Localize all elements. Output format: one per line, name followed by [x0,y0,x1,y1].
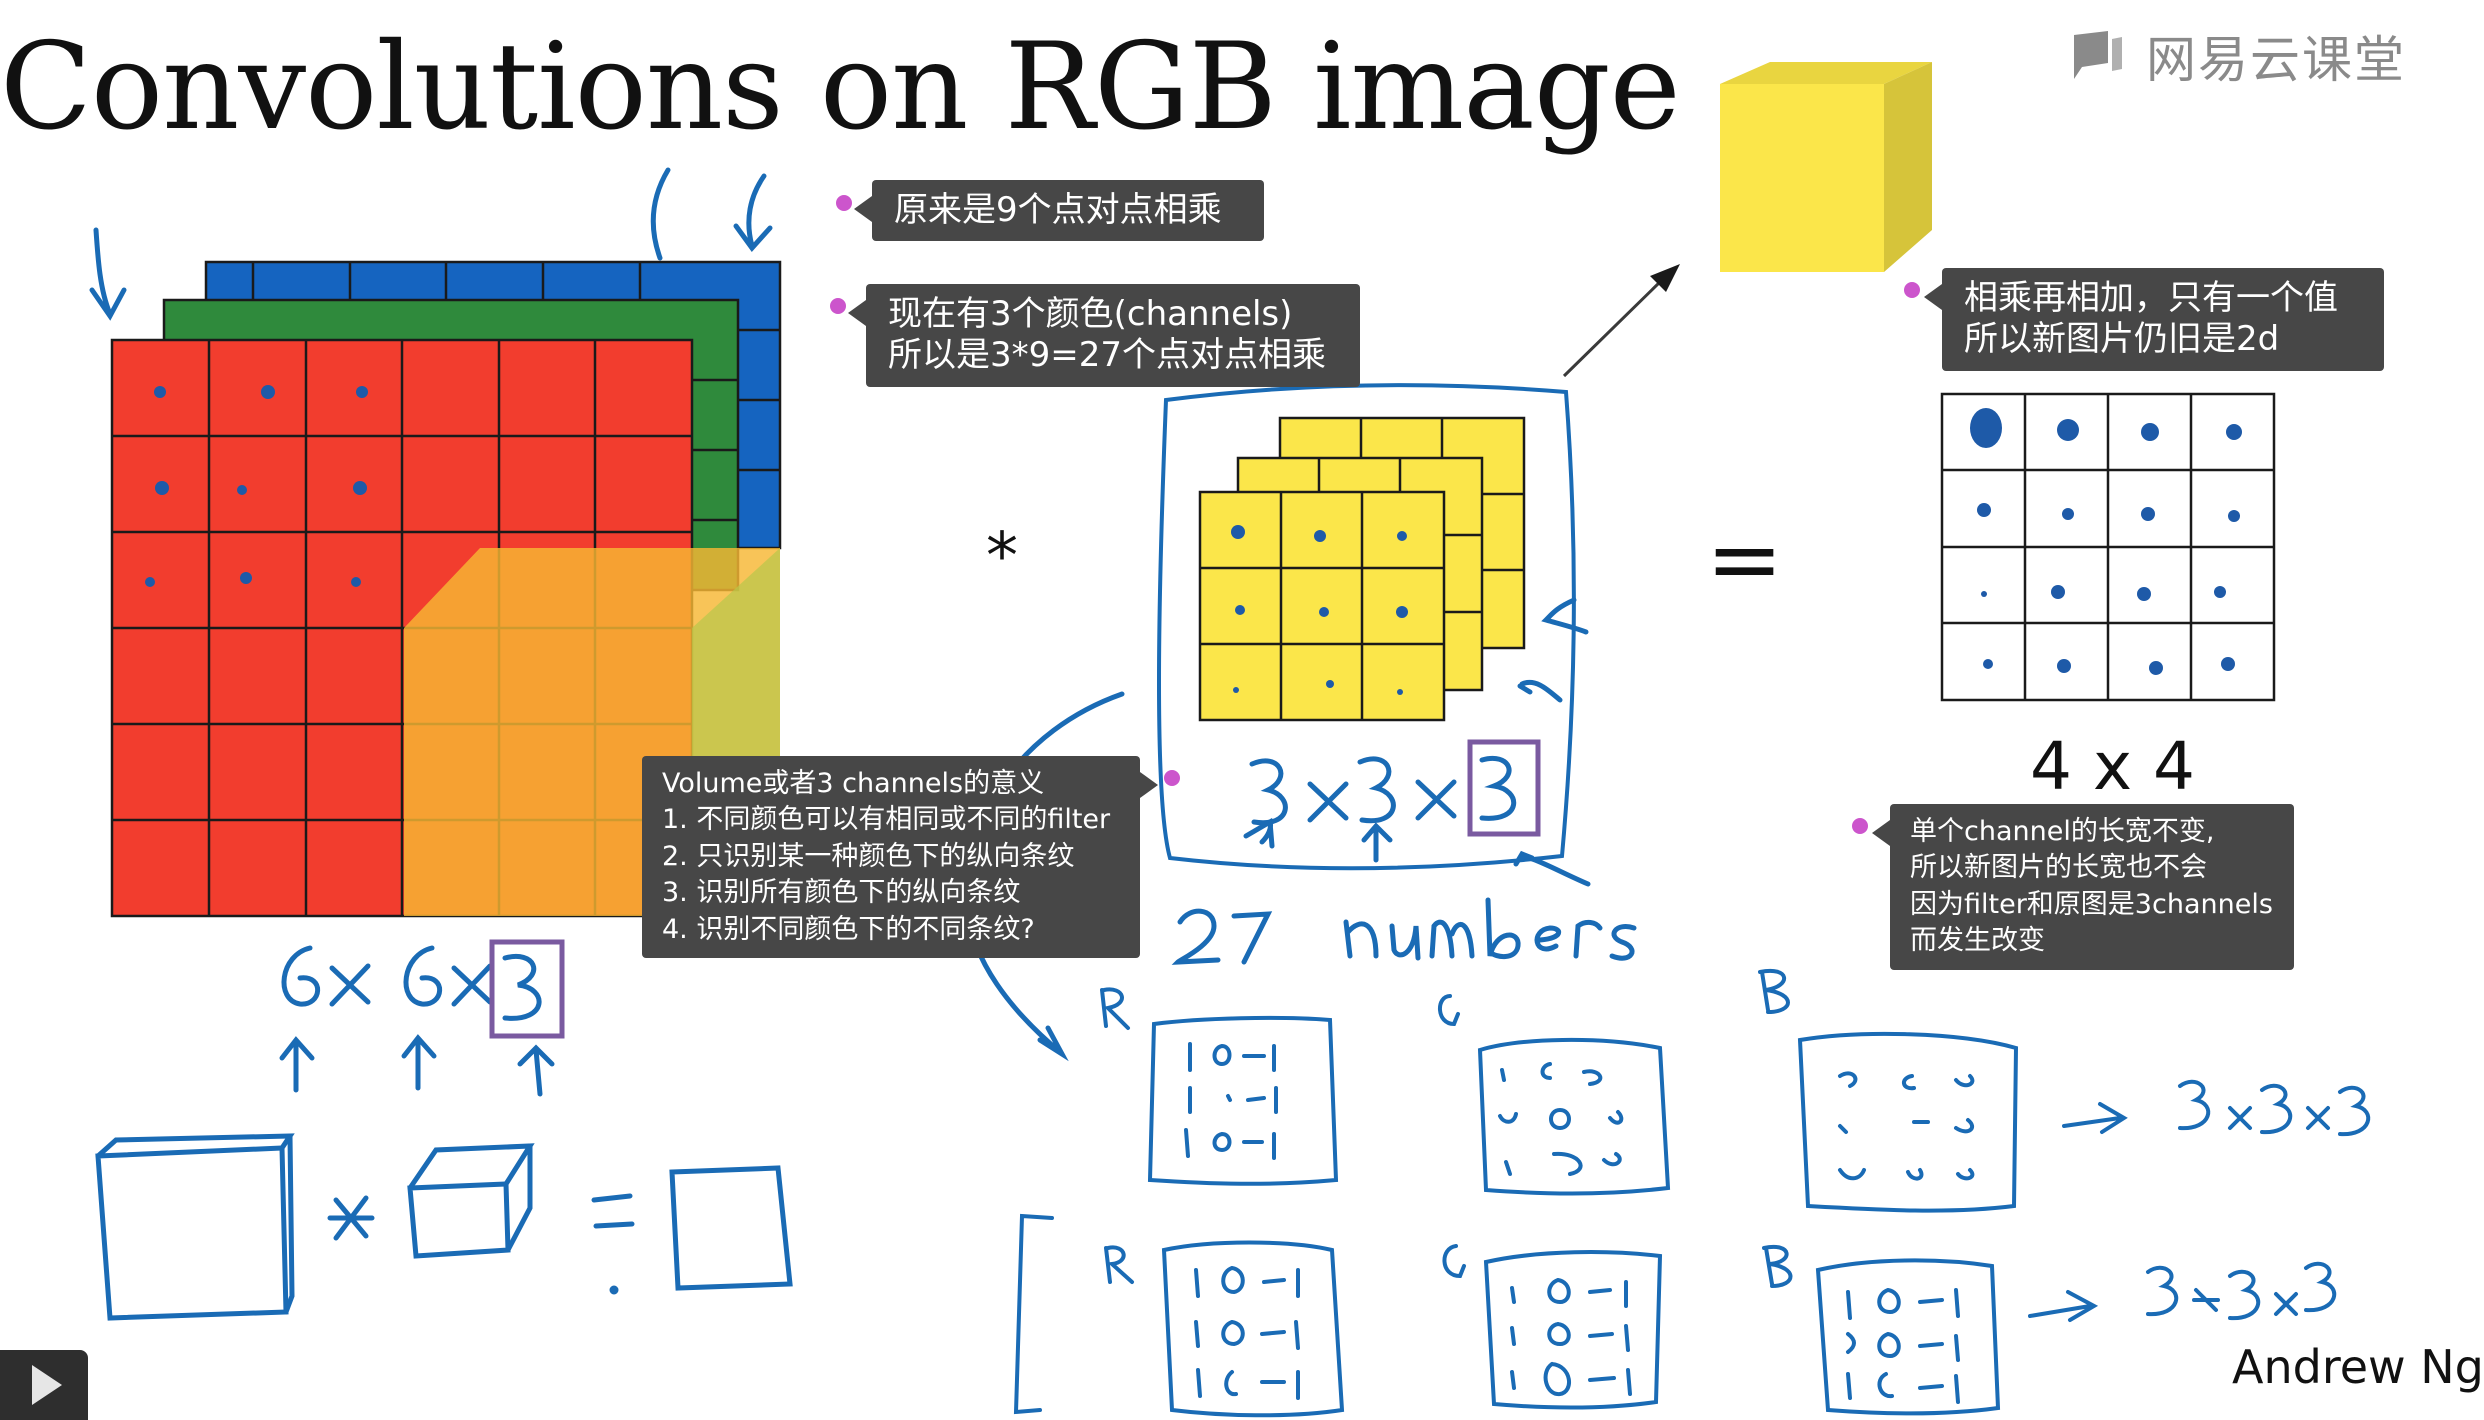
input-dims-handwriting [89,167,773,1097]
note-line: 而发生改变 [1910,925,2045,957]
filter-volume [1157,383,1576,871]
play-icon[interactable] [0,1350,88,1420]
brand-logo-icon [2074,31,2122,79]
note-line: 2. 只识别某一种颜色下的纵向条纹 [662,840,1075,872]
note-line: 现在有3个颜色(channels) [888,294,1293,334]
slide-title: Convolutions on RGB image [0,18,1681,157]
input-volume [110,260,782,918]
brand-logo: 网易云课堂 [2068,16,2406,96]
convolution-operator: * [986,520,1018,594]
note-line: 所以是3*9=27个点对点相乘 [888,335,1327,376]
note-marker [1164,770,1180,786]
note-line: 因为filter和原图是3channels [1910,888,2273,920]
scalar-output-cube [1562,62,1932,378]
note-line: 所以新图片的长宽也不会 [1910,852,2207,884]
brand-name: 网易云课堂 [2146,31,2406,89]
output-dimension-label: 4 x 4 [2030,728,2195,805]
equals-operator: = [1706,506,1784,613]
note-nine-points: 原来是9个点对点相乘 [854,180,1264,242]
note-marker [1852,818,1868,834]
note-marker [830,298,846,314]
note-line: 所以新图片仍旧是2d [1964,319,2280,360]
note-marker [836,195,852,211]
note-line: 1. 不同颜色可以有相同或不同的filter [662,804,1111,836]
note-line: 相乘再相加，只有一个值 [1964,278,2338,318]
note-line: Volume或者3 channels的意义 [662,768,1045,799]
note-three-channels: 现在有3个颜色(channels) 所以是3*9=27个点对点相乘 [848,284,1360,387]
note-size-unchanged: 单个channel的长宽不变, 所以新图片的长宽也不会 因为filter和原图是… [1872,804,2294,970]
author-name: Andrew Ng [2232,1340,2484,1394]
filter-matrices-handwriting [1013,968,2371,1418]
note-line: 原来是9个点对点相乘 [894,190,1222,230]
bottom-left-sketch [95,1133,793,1321]
filter-dims-handwriting [964,597,1637,1062]
note-sum-single-value: 相乘再相加，只有一个值 所以新图片仍旧是2d [1924,268,2384,371]
note-volume-meaning: Volume或者3 channels的意义 1. 不同颜色可以有相同或不同的fi… [642,756,1158,959]
note-marker [1904,282,1920,298]
output-grid-4x4 [1940,392,2276,702]
note-line: 4. 识别不同颜色下的不同条纹? [662,913,1035,945]
note-line: 单个channel的长宽不变, [1910,816,2215,847]
note-line: 3. 识别所有颜色下的纵向条纹 [662,877,1021,909]
